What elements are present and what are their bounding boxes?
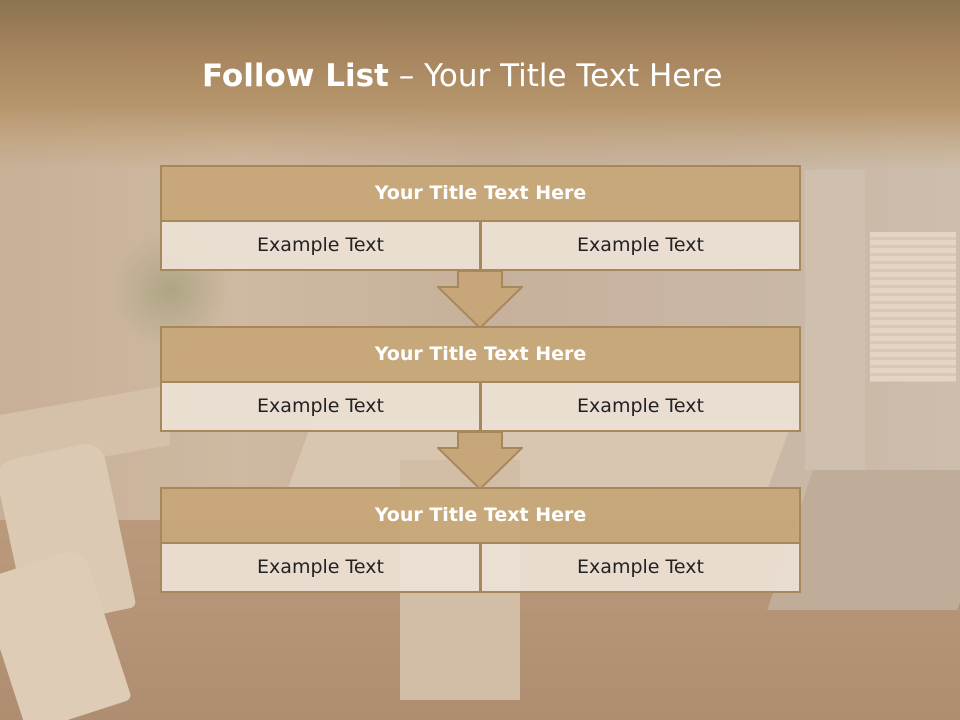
title-separator: – (388, 58, 425, 94)
title-subtitle: Your Title Text Here (424, 58, 723, 94)
step-1-left-text: Example Text (160, 222, 481, 271)
title-bold: Follow List (202, 58, 389, 94)
step-2-right-text: Example Text (480, 383, 801, 432)
step-title-2: Your Title Text Here (160, 326, 801, 383)
down-arrow-icon (437, 432, 523, 490)
step-2-left-text: Example Text (160, 383, 481, 432)
step-3-right-text: Example Text (480, 544, 801, 593)
step-title-3: Your Title Text Here (160, 487, 801, 544)
down-arrow-icon (437, 271, 523, 329)
step-1-right-text: Example Text (480, 222, 801, 271)
slide-title: Follow List – Your Title Text Here (0, 56, 960, 96)
header-band (0, 0, 960, 170)
step-title-1: Your Title Text Here (160, 165, 801, 222)
step-3-left-text: Example Text (160, 544, 481, 593)
